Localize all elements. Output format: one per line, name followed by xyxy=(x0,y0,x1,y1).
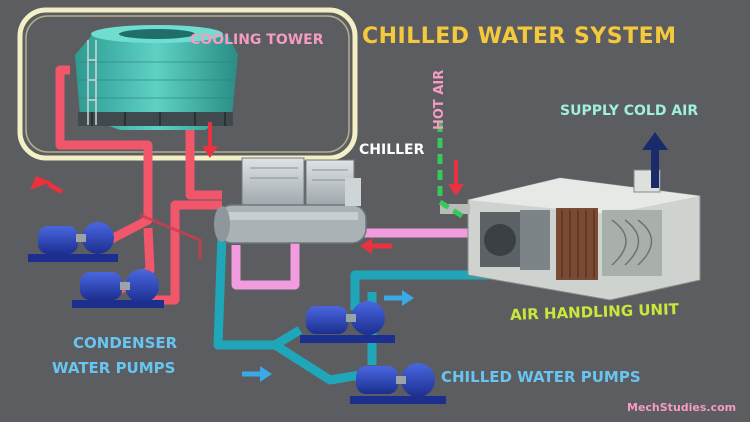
air-handling-unit-icon xyxy=(440,169,701,301)
hot-air-label: HOT AIR xyxy=(432,69,447,130)
condenser-pump-1 xyxy=(28,222,118,262)
chilled-water-pump-1 xyxy=(300,301,395,343)
cooling-tower-label: COOLING TOWER xyxy=(190,32,324,48)
diagram-title: CHILLED WATER SYSTEM xyxy=(362,24,677,49)
chilled-water-pump-2 xyxy=(350,363,446,404)
flow-arrows xyxy=(30,122,464,382)
cooling-tower-icon xyxy=(75,25,238,130)
supply-cold-air-label: SUPPLY COLD AIR xyxy=(560,103,699,119)
condenser-pumps-label-line2: WATER PUMPS xyxy=(52,359,176,377)
chilled-water-pumps-label: CHILLED WATER PUMPS xyxy=(441,368,641,386)
supply-air-arrow xyxy=(642,132,668,188)
chiller-unit-icon xyxy=(214,157,367,244)
condenser-pumps-label-line1: CONDENSER xyxy=(73,334,178,352)
chiller-label: CHILLER xyxy=(359,142,425,158)
watermark: MechStudies.com xyxy=(627,401,737,414)
hot-air-arrow xyxy=(437,122,464,219)
condenser-pump-2 xyxy=(72,269,164,308)
